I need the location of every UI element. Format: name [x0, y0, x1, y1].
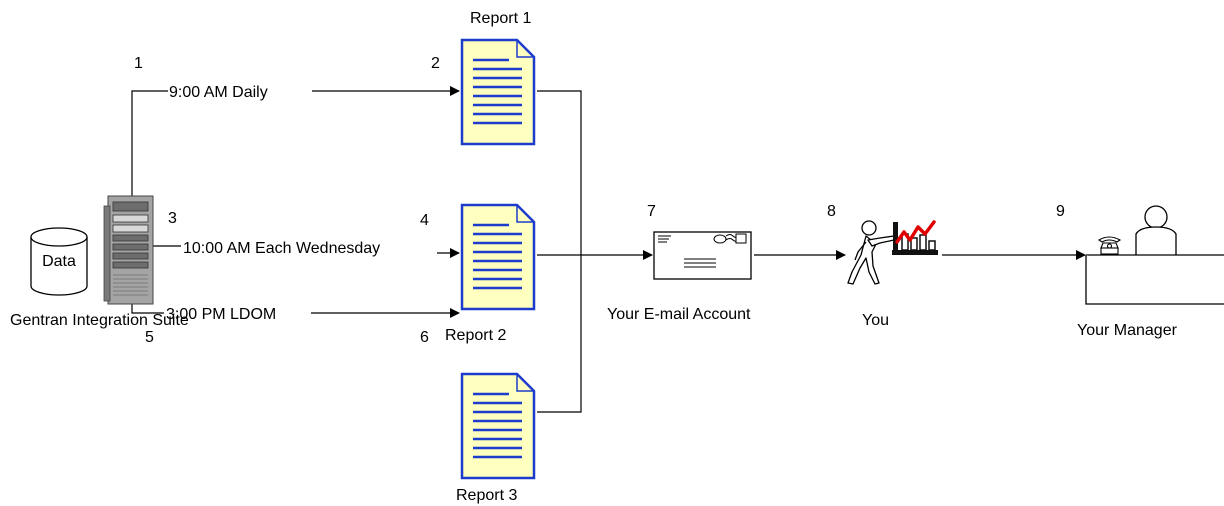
email-account-label: Your E-mail Account [607, 306, 751, 323]
manager-label: Your Manager [1077, 322, 1178, 339]
document-icon [460, 372, 536, 480]
step-number: 1 [134, 55, 143, 72]
step-number: 6 [420, 329, 429, 346]
database-label: Data [42, 253, 76, 270]
you-label: You [862, 312, 889, 329]
schedule-monthly: 3:00 PM LDOM [166, 306, 276, 323]
connector-daily [131, 90, 168, 196]
report-3-label: Report 3 [456, 487, 517, 504]
step-number: 4 [420, 212, 429, 229]
system-label: Gentran Integration Suite [10, 312, 189, 329]
step-number: 8 [827, 203, 836, 220]
report-2-label: Report 2 [445, 327, 506, 344]
schedule-daily: 9:00 AM Daily [169, 84, 268, 101]
step-number: 3 [168, 210, 177, 227]
chart-icon [892, 220, 938, 255]
document-icon [460, 38, 536, 146]
envelope-icon [653, 231, 752, 280]
schedule-weekly: 10:00 AM Each Wednesday [183, 240, 380, 257]
step-number: 7 [647, 203, 656, 220]
connectors [131, 86, 1086, 413]
connector-report1-merge [537, 90, 582, 255]
server-icon [103, 195, 154, 305]
step-number: 9 [1056, 203, 1065, 220]
connector-report3-merge [537, 255, 582, 413]
document-icon [460, 203, 536, 311]
person-icon [847, 220, 895, 285]
step-number: 5 [145, 329, 154, 346]
connector-monthly [131, 303, 164, 314]
database-icon [30, 227, 88, 296]
manager-icon [1085, 205, 1224, 305]
report-1-label: Report 1 [470, 10, 531, 27]
step-number: 2 [431, 55, 440, 72]
phone-icon [1097, 236, 1122, 255]
